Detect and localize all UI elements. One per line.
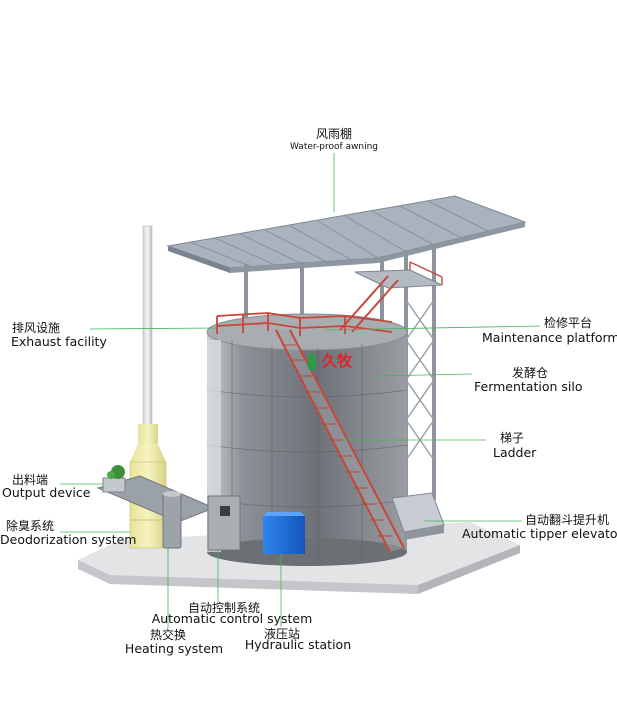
hydraulic-station [263,512,305,554]
heat-exchanger [162,491,182,549]
label-ladder-zh: 梯子 [500,431,525,445]
label-awning-en: Water-proof awning [289,142,379,152]
label-tipper-en: Automatic tipper elevator [462,526,617,541]
exhaust-chimney [142,225,153,427]
awning-roof [166,195,527,273]
top-railing [216,312,393,336]
label-output-en: Output device [2,485,91,500]
brand-logo: 久牧 [307,352,353,372]
label-platform-en: Maintenance platform [482,330,617,345]
label-control-en: Automatic control system [151,611,313,626]
label-deodor-zh: 除臭系统 [6,519,55,533]
label-control-zh: 自动控制系统 [187,601,261,615]
label-deodor-en: Deodorization system [0,532,137,547]
control-cabinet [207,495,241,551]
label-exhaust-en: Exhaust facility [11,334,107,349]
label-exhaust-zh: 排风设施 [12,321,61,335]
elevator-head-platform [354,261,443,289]
tipper-elevator-hopper [391,492,445,540]
label-tipper-zh: 自动翻斗提升机 [525,513,610,527]
label-platform-zh: 检修平台 [544,316,593,330]
label-heating-zh: 热交换 [149,628,187,642]
label-awning-zh: 风雨棚 [315,127,353,141]
label-heating-en: Heating system [124,641,224,656]
label-hydraulic-en: Hydraulic station [244,637,352,652]
label-silo-zh: 发酵仓 [512,366,549,380]
label-output-zh: 出料端 [12,473,49,487]
brand-logo-text: 久牧 [322,352,353,370]
leader-lines [60,153,541,628]
label-hydraulic-zh: 液压站 [263,627,301,641]
label-silo-en: Fermentation silo [474,379,583,394]
label-ladder-en: Ladder [493,445,537,460]
frame-bracing [405,299,435,461]
